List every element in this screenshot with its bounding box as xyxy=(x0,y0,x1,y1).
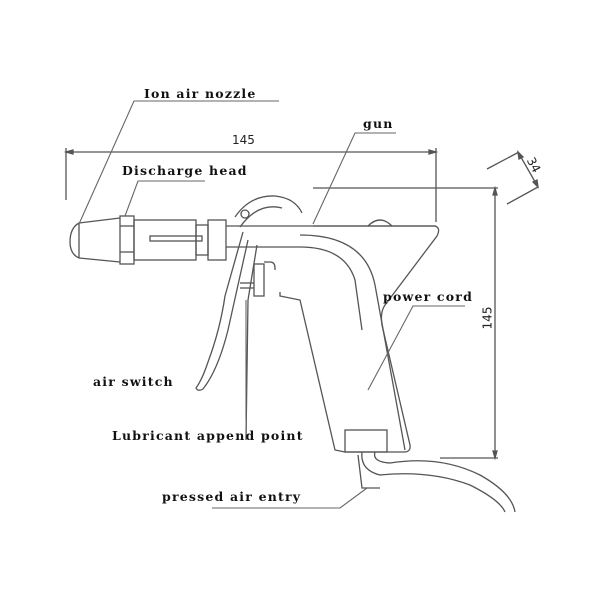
dimension-width-text: 145 xyxy=(232,133,255,147)
cord-relief-box xyxy=(344,429,388,453)
dimension-depth-line xyxy=(486,150,539,205)
gun-body xyxy=(279,219,440,453)
air-switch-trigger xyxy=(195,195,303,441)
label-lubricant-append-point: Lubricant append point xyxy=(112,428,304,443)
label-power-cord: power cord xyxy=(383,289,474,304)
air-hose xyxy=(357,451,516,513)
leader-lines xyxy=(78,100,465,509)
dimension-height-text: 145 xyxy=(480,306,495,330)
dimension-height-line xyxy=(313,185,498,461)
nozzle-tip xyxy=(69,217,121,263)
discharge-head-body xyxy=(133,219,227,261)
barrel xyxy=(226,225,436,451)
label-pressed-air-entry: pressed air entry xyxy=(162,489,302,504)
dimension-width-line xyxy=(63,148,439,222)
label-ion-air-nozzle: Ion air nozzle xyxy=(144,86,257,101)
label-discharge-head: Discharge head xyxy=(122,163,248,178)
label-air-switch: air switch xyxy=(93,374,174,389)
valve-block xyxy=(240,261,276,297)
label-gun: gun xyxy=(363,116,394,131)
hex-nut xyxy=(119,215,135,265)
